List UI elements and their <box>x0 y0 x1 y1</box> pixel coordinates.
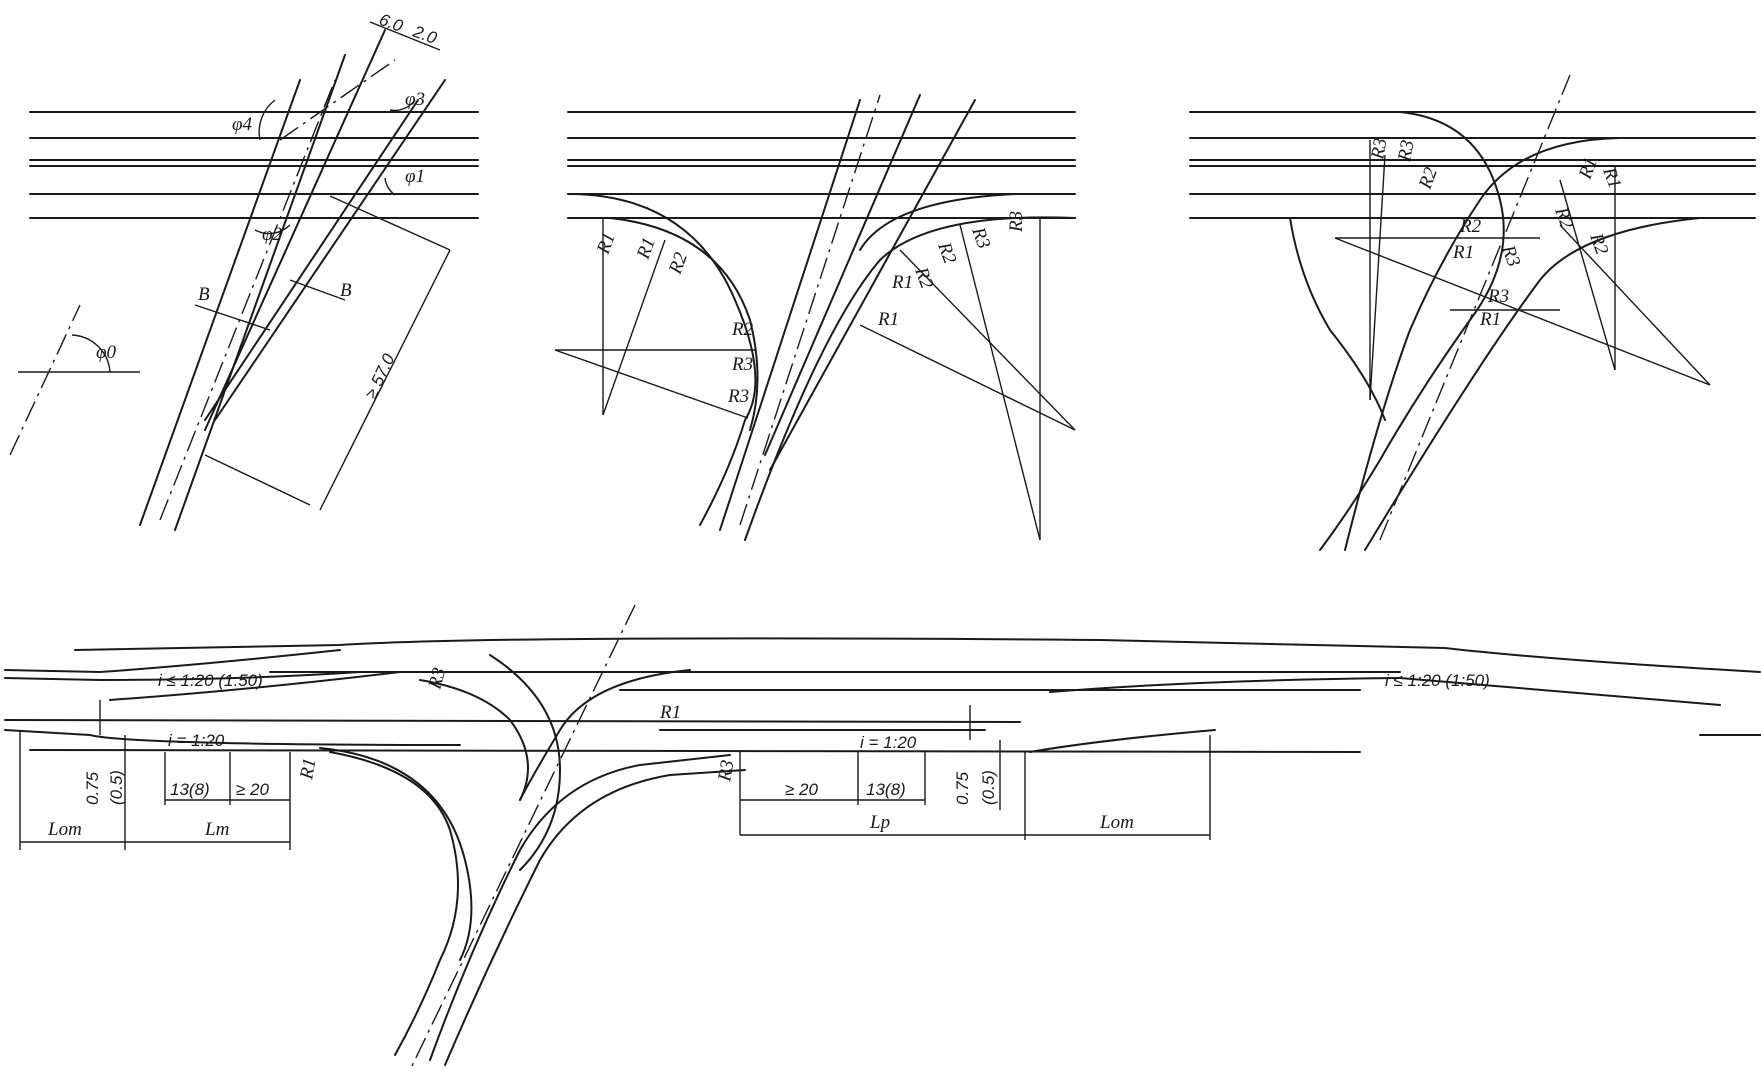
fig2-label-10: R3 <box>967 224 994 252</box>
fig4-slope-left: i ≤ 1:20 (1:50) <box>158 671 263 690</box>
fig4-r3-top: R3 <box>424 665 450 692</box>
fig4-r1-left: R1 <box>296 756 321 781</box>
fig1-dimension-lines <box>9 21 451 511</box>
fig4-l-r: Lр <box>869 812 890 833</box>
fig3-label-4: R1 <box>1575 155 1602 183</box>
fig2-label-11: R1 <box>877 309 899 330</box>
fig2-label-12: R3 <box>1006 211 1027 233</box>
fig2-label-4: R2 <box>731 319 754 340</box>
fig2-label-5: R3 <box>731 354 753 375</box>
fig4-dim-13-left: 13(8) <box>170 780 210 799</box>
fig4-main-road-lines <box>4 637 1761 753</box>
fig1-main-road-lines <box>29 111 479 219</box>
fig3-main-road-lines <box>1189 111 1756 219</box>
fig1-b-right-label: B <box>340 280 352 301</box>
fig2-label-9: R2 <box>933 239 960 267</box>
fig4-r1-mid: R1 <box>659 702 681 723</box>
fig1-b-left-label: B <box>198 284 210 305</box>
fig3-label-1: R3 <box>1367 136 1392 161</box>
fig2-radius-lines <box>554 218 1076 541</box>
fig2-label-3: R2 <box>665 249 692 277</box>
fig1-phi3-label: φ3 <box>405 89 425 110</box>
fig2-label-6: R3 <box>727 386 749 407</box>
fig3-label-11: R3 <box>1487 286 1509 307</box>
fig4-slope-accel: i = 1:20 <box>168 731 225 750</box>
fig4-slope-decel: i = 1:20 <box>860 733 917 752</box>
fig3-label-3: R2 <box>1415 164 1442 192</box>
fig1-phi1-label: φ1 <box>405 166 425 187</box>
fig4-l-ot-right: Lот <box>1099 812 1134 833</box>
fig4-dimension-lines <box>19 700 1211 850</box>
fig1-length-min: ≥ 57.0 <box>361 350 398 401</box>
fig4-ramp-curves <box>319 604 746 1071</box>
fig4-offset-left-alt: (0.5) <box>107 770 126 805</box>
fig4-dim-20-left: ≥ 20 <box>236 780 270 799</box>
fig4-l-ot-left: Lот <box>47 819 82 840</box>
figure-2-curve-radii: R1 R1 R2 R2 R3 R3 R1 R2 R2 R3 R1 R3 <box>554 94 1076 541</box>
figure-3-curve-radii: R3 R3 R2 R1 R1 R2 R2 R1 R3 R2 R3 R1 <box>1189 74 1756 551</box>
fig3-label-9: R3 <box>1497 242 1524 270</box>
fig2-ramp-curves <box>567 94 1076 541</box>
fig1-phi0-label: φ0 <box>96 342 117 363</box>
figure-1-ramp-geometry: 6.0 2.0 φ0 φ1 φ2 φ3 φ4 B B ≥ 57.0 <box>9 10 479 531</box>
fig4-offset-right-alt: (0.5) <box>979 770 998 805</box>
fig4-l-t: Lт <box>204 819 229 840</box>
fig1-dim-2: 2.0 <box>410 22 440 48</box>
fig3-label-7: R2 <box>1459 216 1482 237</box>
fig1-phi4-label: φ4 <box>232 114 253 135</box>
fig2-label-7: R1 <box>891 272 913 293</box>
fig2-label-2: R1 <box>633 235 660 263</box>
fig4-offset-left: 0.75 <box>83 771 102 805</box>
fig3-label-12: R1 <box>1479 309 1501 330</box>
fig3-label-8: R1 <box>1452 242 1474 263</box>
fig1-dim-6: 6.0 <box>377 10 406 36</box>
fig1-phi2-label: φ2 <box>262 224 283 245</box>
fig2-label-1: R1 <box>593 230 620 258</box>
fig4-slope-right: i ≤ 1:20 (1:50) <box>1385 671 1490 690</box>
fig2-label-8: R2 <box>910 264 937 292</box>
figure-4-speed-change-lanes: i ≤ 1:20 (1:50) i ≤ 1:20 (1:50) i = 1:20… <box>4 604 1761 1071</box>
fig4-r3-right: R3 <box>714 758 739 783</box>
fig3-label-2: R3 <box>1394 138 1419 163</box>
fig1-ramp-lines <box>139 29 446 531</box>
fig4-offset-right: 0.75 <box>953 771 972 805</box>
fig4-dim-13-right: 13(8) <box>866 780 906 799</box>
fig3-label-10: R2 <box>1585 230 1612 258</box>
fig4-dim-20-right: ≥ 20 <box>785 780 819 799</box>
fig2-main-road-lines <box>567 111 1076 219</box>
fig3-radius-lines <box>1334 140 1711 401</box>
fig3-label-5: R1 <box>1598 164 1625 192</box>
